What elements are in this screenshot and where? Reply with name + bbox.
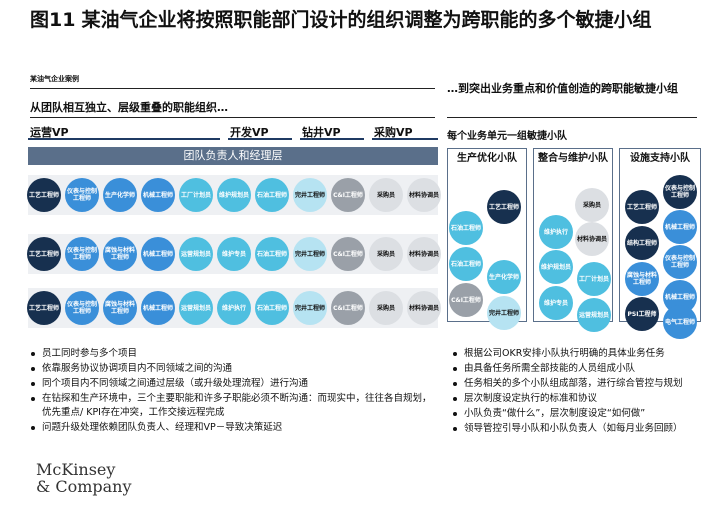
role-circle: 维护执行	[217, 291, 251, 325]
role-circle: 腐蚀与材料工程师	[103, 291, 137, 325]
squad-title: 设施支持小队	[630, 153, 690, 164]
bullet-item: 小队负责“做什么”，层次制度设定“如何做”	[452, 407, 697, 421]
squad-title: 生产优化小队	[457, 153, 517, 164]
source-label: 某油气企业案例	[30, 75, 79, 83]
divider	[30, 88, 435, 89]
squad-member-circle: 结构工程师	[625, 226, 659, 260]
role-circle: 采购员	[369, 291, 403, 325]
role-circle: 运营规划员	[179, 291, 213, 325]
divider	[30, 117, 435, 118]
bullet-item: 领导管控引导小队和小队负责人（如每月业务回顾）	[452, 422, 697, 436]
role-circle: 材料协调员	[407, 178, 441, 212]
bullet-item: 由具备任务所需全部技能的人员组成小队	[452, 362, 697, 376]
right-heading: …到突出业务重点和价值创造的跨职能敏捷小组	[447, 82, 678, 95]
logo-line: & Company	[36, 477, 132, 496]
figure-title: 某油气企业将按照职能部门设计的组织调整为跨职能的多个敏捷小组	[81, 9, 652, 31]
squad-member-circle: 完井工程师	[487, 296, 521, 330]
role-circle: 机械工程师	[141, 291, 175, 325]
squad-title: 整合与维护小队	[538, 153, 608, 164]
squad-member-circle: 电气工程师	[663, 305, 697, 339]
role-circle: 完井工程师	[293, 178, 327, 212]
role-circle: C&I工程师	[331, 291, 365, 325]
role-circle: 完井工程师	[293, 291, 327, 325]
dept-underline	[372, 138, 438, 140]
role-circle: 工厂计划员	[179, 178, 213, 212]
squad-member-circle: 材料协调员	[575, 222, 609, 256]
role-circle: 运营规划员	[179, 237, 213, 271]
bullet-item: 问题升级处理依赖团队负责人、经理和VP－导致决策延迟	[30, 421, 435, 435]
squad-member-circle: 石油工程师	[449, 247, 483, 281]
role-circle: 完井工程师	[293, 237, 327, 271]
squad-member-circle: 生产化学师	[487, 260, 521, 294]
bullet-item: 同个项目内不同领域之间通过层级（或升级处理流程）进行沟通	[30, 377, 435, 391]
squad-member-circle: 维护规划员	[539, 250, 573, 284]
mckinsey-logo: McKinsey & Company	[36, 461, 132, 495]
dept-underline	[228, 138, 292, 140]
bullet-item: 任务相关的多个小队组成部落，进行综合管控与规划	[452, 377, 697, 391]
squad-facility: 设施支持小队	[619, 148, 701, 322]
dept-label-dev: 开发VP	[230, 126, 269, 139]
squad-member-circle: 工厂计划员	[577, 262, 611, 296]
role-circle: 生产化学师	[103, 178, 137, 212]
dept-label-ops: 运营VP	[30, 126, 69, 139]
role-circle: 石油工程师	[255, 291, 289, 325]
role-circle: 仪表与控制工程师	[65, 178, 99, 212]
dept-underline	[28, 138, 220, 140]
role-circle: 维护规划员	[217, 178, 251, 212]
bullet-item: 在钻探和生产环境中，三个主要职能和许多子职能必须不断沟通：而现实中，往往各自规划…	[30, 392, 435, 420]
squad-member-circle: 工艺工程师	[487, 190, 521, 224]
dept-label-purchase: 采购VP	[374, 126, 413, 139]
role-circle: 采购员	[369, 237, 403, 271]
role-circle: 石油工程师	[255, 178, 289, 212]
squad-maintenance: 整合与维护小队	[533, 148, 613, 322]
dept-underline	[300, 138, 364, 140]
left-bullets: 员工同时参与多个项目 依靠服务协议协调项目内不同领域之间的沟通 同个项目内不同领…	[30, 347, 435, 436]
squad-member-circle: 机械工程师	[663, 210, 697, 244]
squad-member-circle: 运营规划员	[577, 298, 611, 332]
bullet-item: 层次制度设定执行的标准和协议	[452, 392, 697, 406]
bullet-item: 员工同时参与多个项目	[30, 347, 435, 361]
role-circle: 仪表与控制工程师	[65, 237, 99, 271]
right-bullets: 根据公司OKR安排小队执行明确的具体业务任务 由具备任务所需全部技能的人员组成小…	[452, 347, 697, 437]
right-subheading: 每个业务单元一组敏捷小队	[447, 131, 567, 142]
role-circle: 材料协调员	[407, 291, 441, 325]
role-circle: 石油工程师	[255, 237, 289, 271]
role-circle: 工艺工程师	[27, 291, 61, 325]
squad-member-circle: 维护执行	[539, 215, 573, 249]
role-circle: 工艺工程师	[27, 237, 61, 271]
squad-member-circle: 工艺工程师	[625, 190, 659, 224]
role-circle: 工艺工程师	[27, 178, 61, 212]
squad-member-circle: 仪表与控制工程师	[663, 245, 697, 279]
squad-member-circle: 采购员	[575, 188, 609, 222]
squad-production: 生产优化小队	[447, 148, 527, 322]
left-heading: 从团队相互独立、层级重叠的职能组织…	[30, 101, 228, 114]
role-circle: 腐蚀与材料工程师	[103, 237, 137, 271]
role-circle: 机械工程师	[141, 178, 175, 212]
squad-member-circle: 石油工程师	[449, 211, 483, 245]
role-circle: 材料协调员	[407, 237, 441, 271]
dept-label-drill: 钻井VP	[302, 126, 341, 139]
role-circle: 仪表与控制工程师	[65, 291, 99, 325]
bullet-item: 依靠服务协议协调项目内不同领域之间的沟通	[30, 362, 435, 376]
squad-member-circle: PSI工程师	[625, 297, 659, 331]
squad-member-circle: C&I工程师	[449, 283, 483, 317]
squad-member-circle: 腐蚀与材料工程师	[625, 262, 659, 296]
role-circle: C&I工程师	[331, 237, 365, 271]
divider	[447, 117, 697, 118]
logo-line: McKinsey	[36, 460, 116, 479]
role-circle: C&I工程师	[331, 178, 365, 212]
figure-number: 图11	[30, 9, 76, 31]
squad-member-circle: 仪表与控制工程师	[663, 175, 697, 209]
role-circle: 采购员	[369, 178, 403, 212]
team-header: 团队负责人和经理层	[28, 147, 438, 165]
squad-member-circle: 维护专员	[539, 286, 573, 320]
role-circle: 维护专员	[217, 237, 251, 271]
bullet-item: 根据公司OKR安排小队执行明确的具体业务任务	[452, 347, 697, 361]
role-circle: 机械工程师	[141, 237, 175, 271]
